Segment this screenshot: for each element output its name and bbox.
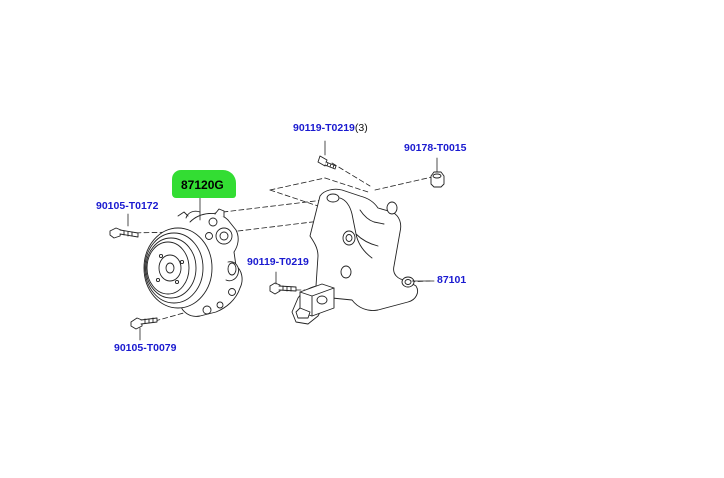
part-number: 87120G bbox=[181, 178, 224, 192]
bolt-icon bbox=[269, 282, 297, 295]
part-label-90105-T0079[interactable]: 90105-T0079 bbox=[114, 343, 176, 354]
quantity-text: (3) bbox=[354, 122, 368, 134]
part-label-90105-T0172[interactable]: 90105-T0172 bbox=[96, 201, 158, 212]
part-label-87101[interactable]: 87101 bbox=[437, 275, 466, 286]
part-number: 90105-T0079 bbox=[114, 342, 177, 354]
water-pump-icon bbox=[143, 208, 243, 317]
part-number: 90119-T0219 bbox=[247, 256, 309, 268]
part-number: 87101 bbox=[437, 274, 467, 286]
nut-icon bbox=[430, 171, 445, 188]
leader-lines bbox=[127, 140, 438, 341]
part-number: 90178-T0015 bbox=[404, 142, 467, 154]
part-label-90119-T0219-top[interactable]: 90119-T0219(3) bbox=[293, 123, 368, 134]
bolt-icon bbox=[109, 227, 139, 239]
highlighted-part-label-87120G[interactable]: 87120G bbox=[172, 170, 236, 198]
bracket-icon bbox=[291, 188, 419, 325]
part-label-90178-T0015[interactable]: 90178-T0015 bbox=[404, 143, 466, 154]
bolt-icon bbox=[317, 155, 337, 170]
part-number: 90105-T0172 bbox=[96, 200, 159, 212]
part-label-90119-T0219-middle[interactable]: 90119-T0219 bbox=[247, 257, 309, 268]
part-number: 90119-T0219 bbox=[293, 122, 355, 134]
bolt-icon bbox=[130, 317, 158, 330]
